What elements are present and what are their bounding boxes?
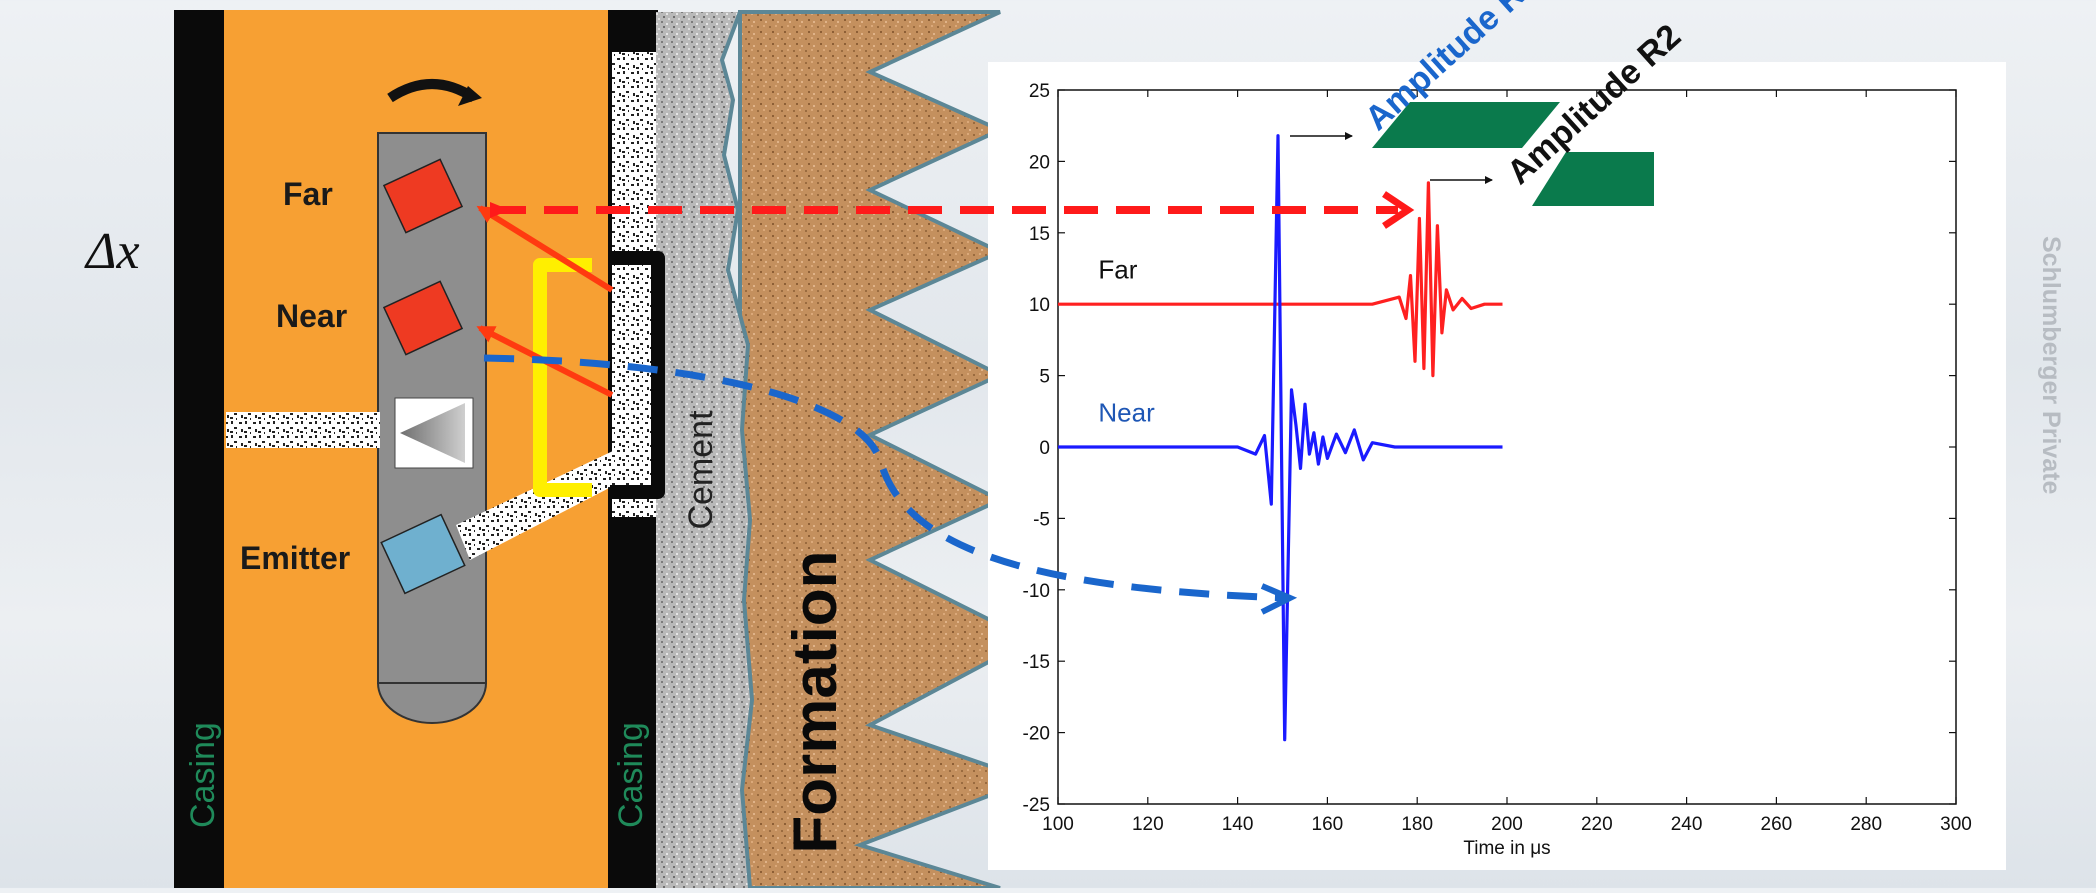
- tool-arm: [226, 412, 380, 448]
- near-arrowhead-icon: [1260, 583, 1298, 615]
- rotation-arrowhead-icon: [458, 86, 482, 106]
- near-to-waveform-arrow: [483, 354, 1289, 602]
- ray-to-far-arrow: [476, 205, 614, 293]
- y-tick-label: -15: [1023, 652, 1050, 673]
- y-tick-label: 5: [1039, 367, 1050, 388]
- x-tick-label: 300: [1940, 814, 1972, 835]
- x-axis-label: Time in μs: [1463, 838, 1550, 859]
- cement-layer: [656, 12, 752, 888]
- amplitude-r2-box: [1532, 152, 1654, 206]
- chart-panel: [988, 62, 2006, 870]
- watermark: Schlumberger Private: [2037, 236, 2065, 495]
- y-tick-label: 20: [1029, 152, 1050, 173]
- far-receiver: [382, 158, 464, 234]
- series-line-far: [1058, 181, 1503, 378]
- casing-left: [174, 10, 224, 888]
- casing-window: [612, 52, 656, 517]
- x-tick-label: 100: [1042, 814, 1074, 835]
- travel-path-bracket: [533, 258, 592, 497]
- near-label: Near: [276, 298, 348, 334]
- near-receiver: [382, 280, 464, 356]
- x-tick-label: 220: [1581, 814, 1613, 835]
- cement-boundary: [719, 11, 755, 889]
- series-label-far: Far: [1098, 254, 1137, 284]
- emitter-label: Emitter: [240, 540, 351, 576]
- series-label-near: Near: [1098, 397, 1155, 427]
- y-tick-label: -20: [1023, 724, 1050, 745]
- amplitude-r1-box: [1372, 102, 1560, 148]
- casing-path-bracket: [610, 251, 665, 499]
- x-tick-label: 160: [1312, 814, 1344, 835]
- x-tick-label: 280: [1850, 814, 1882, 835]
- formation-body: [738, 10, 1036, 890]
- x-tick-label: 240: [1671, 814, 1703, 835]
- y-tick-label: -10: [1023, 581, 1050, 602]
- x-tick-label: 260: [1761, 814, 1793, 835]
- x-tick-label: 200: [1491, 814, 1523, 835]
- y-tick-label: 25: [1029, 81, 1050, 102]
- casing-left-label: Casing: [184, 722, 222, 828]
- series-line-near: [1058, 134, 1503, 742]
- transducer-cone-icon: [400, 403, 465, 463]
- y-tick-label: 10: [1029, 295, 1050, 316]
- x-tick-label: 140: [1222, 814, 1254, 835]
- cement-label: Cement: [682, 410, 720, 530]
- far-arrow-tail-icon: [490, 202, 510, 218]
- tool-bottom-cap: [376, 682, 488, 724]
- delta-x-label: Δx: [86, 223, 140, 280]
- casing-right-label: Casing: [612, 722, 650, 828]
- y-tick-label: -5: [1033, 509, 1050, 530]
- emitter-beam: [456, 450, 615, 560]
- far-arrowhead-icon: [1382, 191, 1415, 229]
- x-tick-label: 120: [1132, 814, 1164, 835]
- x-tick-label: 180: [1401, 814, 1433, 835]
- emitter: [380, 513, 466, 595]
- y-tick-label: 15: [1029, 224, 1050, 245]
- y-tick-label: -25: [1023, 795, 1050, 816]
- formation-label: Formation: [781, 550, 850, 853]
- far-label: Far: [283, 176, 333, 212]
- y-tick-label: 0: [1039, 438, 1050, 459]
